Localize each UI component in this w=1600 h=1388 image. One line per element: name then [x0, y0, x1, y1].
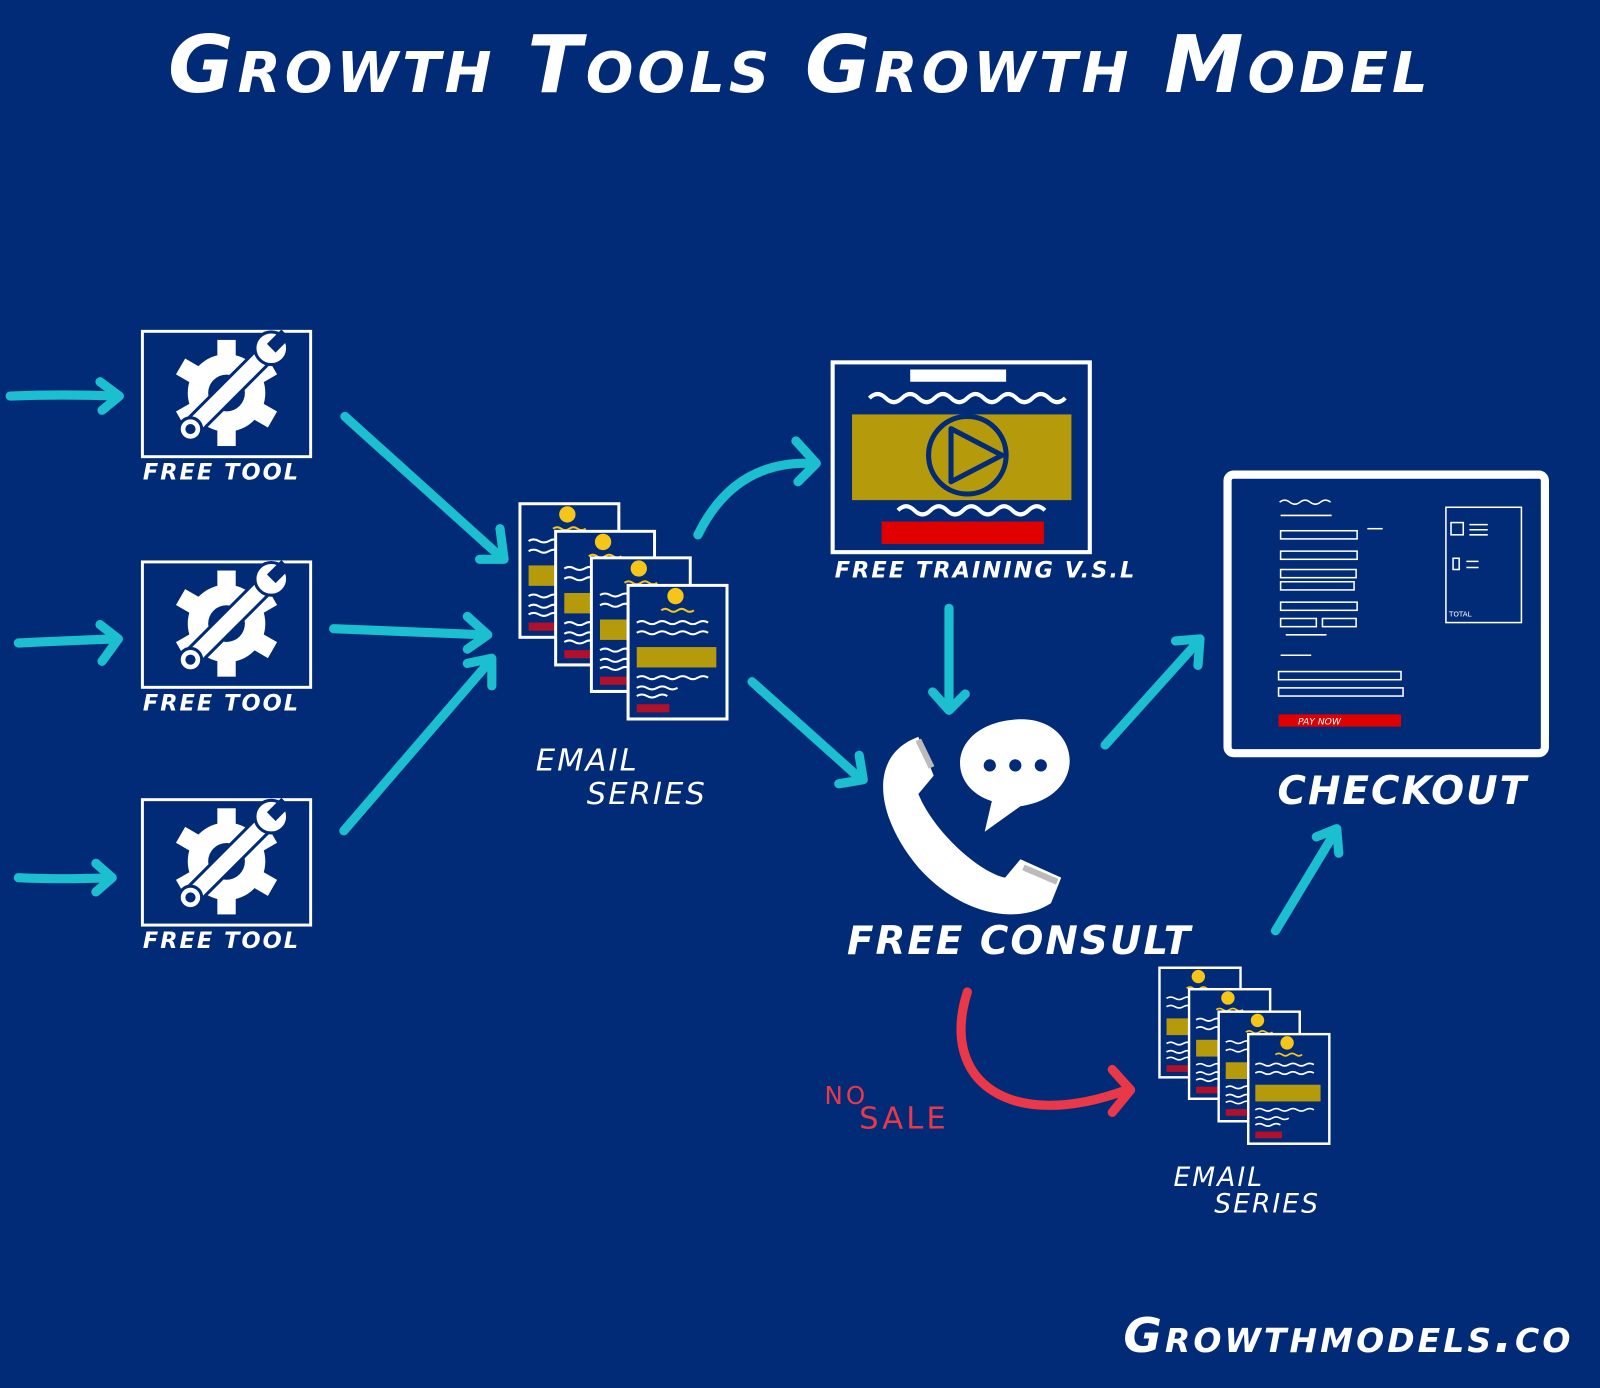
no-sale-path: NO SALE — [824, 987, 1136, 1137]
free-tool-label: FREE TOOL — [143, 460, 300, 486]
free-tool-1: FREE TOOL — [140, 329, 313, 486]
red-arrow-icon — [956, 987, 1136, 1117]
arrow-icon — [693, 436, 821, 540]
checkout: TOTAL PAY NOW CHECKOUT — [1223, 470, 1549, 814]
free-tool-3: FREE TOOL — [140, 798, 313, 954]
arrow-icon — [928, 603, 970, 715]
vsl-label: FREE TRAINING V.S.L — [835, 558, 1137, 584]
free-tool-label: FREE TOOL — [143, 690, 300, 716]
email-series-label: SERIES — [587, 777, 707, 812]
arrow-icon — [329, 611, 493, 654]
email-page-icon — [626, 583, 729, 721]
arrow-icon — [5, 377, 124, 415]
free-consult-label: FREE CONSULT — [847, 919, 1193, 964]
email-series-label: SERIES — [1214, 1188, 1320, 1219]
phone-icon — [883, 736, 1062, 915]
arrow-icon — [13, 858, 117, 897]
free-consult: FREE CONSULT — [847, 719, 1193, 964]
arrow-icon — [747, 677, 868, 789]
diagram-title: Growth Tools Growth Model — [168, 18, 1432, 111]
checkout-label: CHECKOUT — [1278, 769, 1529, 814]
no-sale-label: NO — [824, 1081, 868, 1110]
free-tool-2: FREE TOOL — [140, 560, 313, 716]
email-series-label: EMAIL — [1173, 1162, 1264, 1193]
arrow-icon — [340, 411, 509, 564]
email-page-icon — [1246, 1032, 1331, 1145]
no-sale-label: SALE — [859, 1102, 949, 1137]
flow-arrows — [5, 377, 1344, 936]
gear-wrench-icon — [140, 798, 313, 927]
email-series-2: EMAIL SERIES — [1158, 966, 1331, 1219]
arrow-icon — [1270, 824, 1344, 936]
email-series-1: EMAIL SERIES — [518, 502, 729, 812]
arrow-icon — [339, 653, 497, 836]
arrow-icon — [1100, 634, 1205, 750]
chat-bubble-icon — [960, 719, 1070, 832]
footer-brand: Growthmodels.co — [1123, 1309, 1573, 1364]
pay-now-button — [1278, 714, 1402, 727]
email-series-label: EMAIL — [536, 744, 639, 779]
checkout-total-label: TOTAL — [1448, 609, 1472, 618]
pay-now-label: PAY NOW — [1298, 717, 1342, 728]
free-training-vsl: FREE TRAINING V.S.L — [830, 360, 1137, 584]
free-tool-label: FREE TOOL — [143, 928, 300, 954]
play-icon — [926, 413, 1009, 497]
gear-wrench-icon — [140, 329, 313, 459]
arrow-icon — [13, 620, 123, 666]
gear-wrench-icon — [140, 560, 313, 689]
